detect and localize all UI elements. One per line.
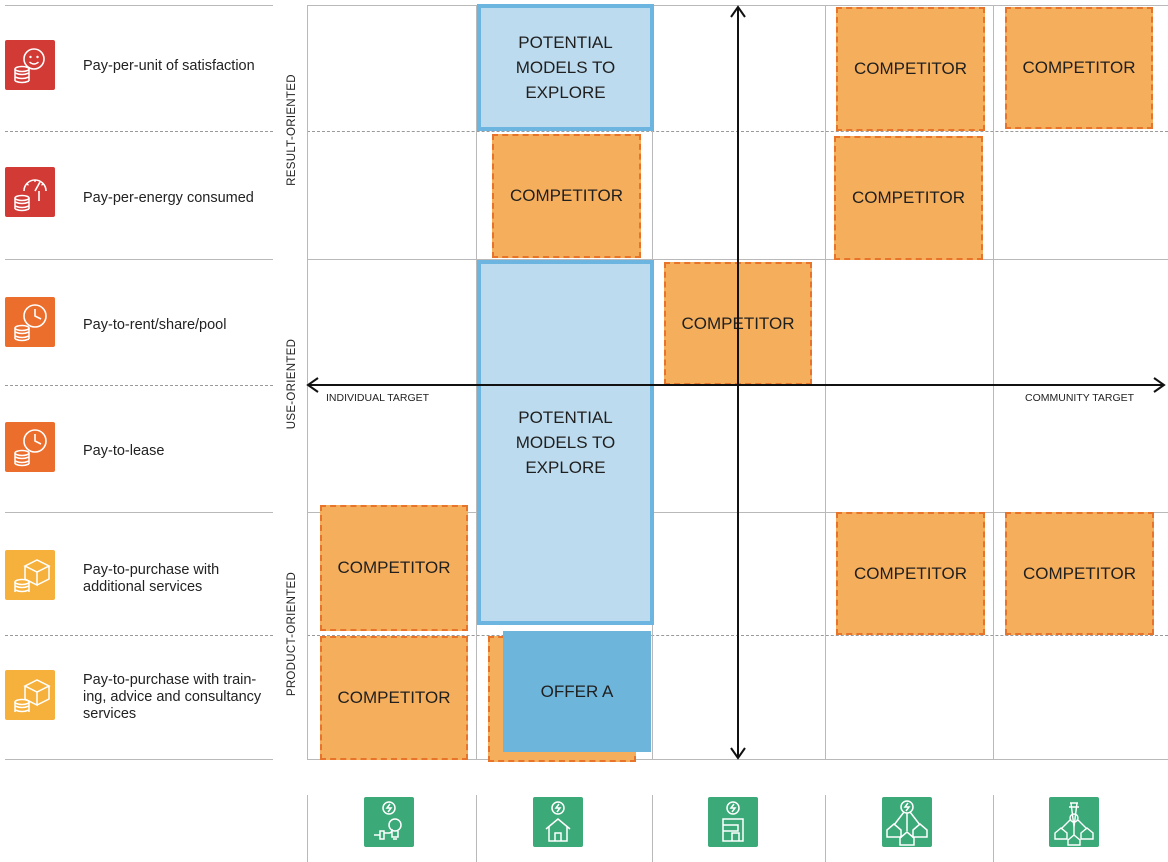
grid-line [825, 5, 826, 759]
axis-label-individual-target: INDIVIDUAL TARGET [326, 392, 430, 404]
potential-models-box: POTENTIAL MODELS TO EXPLORE [477, 4, 654, 131]
segment-divider [993, 795, 994, 862]
legend-separator [5, 512, 273, 513]
legend-separator [5, 759, 273, 760]
legend-separator [5, 385, 273, 386]
box-coins-icon [5, 670, 55, 720]
competitor-box: COMPETITOR [1005, 512, 1154, 635]
axis-label-community-target: COMMUNITY TARGET [1025, 392, 1135, 404]
model-label-purchase-training: Pay-to-purchase with train- ing, advice … [83, 672, 262, 722]
plug-bulb-icon [364, 797, 414, 847]
house-energy-icon [533, 797, 583, 847]
competitor-box: COMPETITOR [320, 636, 468, 760]
model-label-satisfaction: Pay-per-unit of satisfaction [83, 58, 255, 74]
grid-line [476, 5, 477, 759]
legend-separator [5, 635, 273, 636]
legend-separator [5, 259, 273, 260]
competitor-box: COMPETITOR [836, 7, 985, 131]
competitor-box: COMPETITOR [834, 136, 983, 260]
segment-divider [476, 795, 477, 862]
segment-divider [652, 795, 653, 862]
competitor-box: COMPETITOR [1005, 7, 1153, 129]
grid-line [307, 759, 1168, 760]
model-label-purchase-additional: Pay-to-purchase with additional services [83, 562, 220, 595]
grid-tower-houses-icon [1049, 797, 1099, 847]
building-energy-icon [708, 797, 758, 847]
grid-line [307, 5, 1168, 6]
offer-a-box: OFFER A [503, 631, 651, 752]
model-label-rent-share-pool: Pay-to-rent/share/pool [83, 317, 227, 333]
box-coins-icon [5, 550, 55, 600]
legend-separator [5, 5, 273, 6]
meter-coins-icon [5, 167, 55, 217]
competitor-box: COMPETITOR [836, 512, 985, 635]
clock-coins-icon [5, 422, 55, 472]
grid-line [307, 5, 308, 759]
competitor-box: COMPETITOR [320, 505, 468, 631]
competitor-box: COMPETITOR [492, 134, 641, 258]
clock-coins-icon [5, 297, 55, 347]
horizontal-axis-arrow [306, 377, 1166, 393]
community-houses-icon [882, 797, 932, 847]
smiley-coins-icon [5, 40, 55, 90]
legend-separator [5, 131, 273, 132]
model-label-energy-consumed: Pay-per-energy consumed [83, 190, 254, 206]
segment-divider [825, 795, 826, 862]
model-label-lease: Pay-to-lease [83, 443, 165, 459]
segment-divider [307, 795, 308, 862]
potential-models-box: POTENTIAL MODELS TO EXPLORE [477, 260, 654, 625]
vertical-axis-arrow [730, 5, 746, 760]
grid-line [993, 5, 994, 759]
